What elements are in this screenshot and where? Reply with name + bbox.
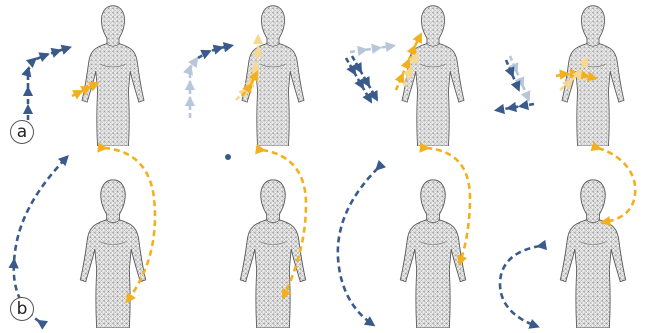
row-label-a: a <box>10 120 34 144</box>
left-hand-dot <box>225 154 231 160</box>
human-mesh-figure <box>562 6 624 146</box>
left-hand-track <box>198 46 230 58</box>
left-hand-track <box>338 168 378 324</box>
panel-a4 <box>498 6 624 146</box>
human-mesh-figure <box>240 180 305 328</box>
row-label-b: b <box>10 297 34 321</box>
right-hand-track <box>598 148 635 222</box>
left-hand-track <box>498 104 534 110</box>
panel-a1 <box>28 6 144 146</box>
left-hand-track-faded <box>350 46 392 52</box>
panel-b1 <box>14 148 155 328</box>
panel-b4 <box>500 148 635 328</box>
left-hand-track-faded <box>190 60 196 118</box>
left-hand-track <box>500 246 540 326</box>
panel-b2 <box>225 150 306 328</box>
left-hand-track <box>506 60 518 88</box>
panel-a3 <box>346 6 464 146</box>
human-mesh-figure <box>242 6 304 146</box>
human-mesh-figure <box>80 180 145 328</box>
panel-a2 <box>190 6 304 146</box>
panel-b3 <box>338 148 470 328</box>
human-mesh-figure <box>402 6 464 146</box>
human-mesh-figure <box>400 180 465 328</box>
human-mesh-figure <box>82 6 144 146</box>
left-hand-track <box>352 56 376 98</box>
left-hand-track <box>28 48 68 128</box>
human-mesh-figure <box>560 180 625 328</box>
